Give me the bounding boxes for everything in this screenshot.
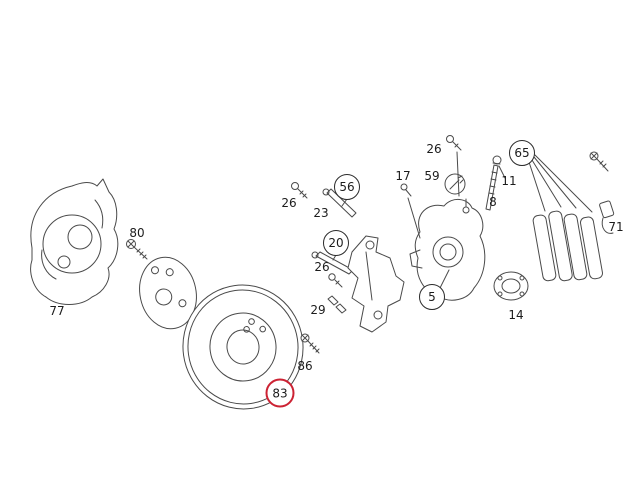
brake-disc-drawing — [182, 284, 304, 410]
retaining-ring-drawing — [493, 271, 529, 301]
part-callout-77: 77 — [49, 304, 65, 318]
bolt-86-drawing — [300, 333, 320, 354]
part-callout-86: 86 — [297, 359, 313, 373]
part-callout-17: 17 — [395, 169, 411, 183]
part-callout-14: 14 — [508, 308, 524, 322]
part-callout-80: 80 — [129, 226, 145, 240]
brake-pads-drawing — [528, 154, 603, 282]
part-callout-26a: 26 — [281, 196, 297, 210]
part-callout-83: 83 — [265, 378, 295, 408]
part-callout-23: 23 — [313, 206, 329, 220]
part-callout-5: 5 — [419, 284, 445, 310]
part-callout-26b: 26 — [314, 260, 330, 274]
part-callout-56: 56 — [334, 174, 360, 200]
part-callout-8: 8 — [489, 195, 497, 209]
bolt-80-drawing — [126, 239, 148, 260]
part-callout-71: 71 — [608, 220, 624, 234]
hub-flange-drawing — [139, 256, 197, 330]
carrier-bracket-drawing — [347, 235, 405, 333]
part-callout-65: 65 — [509, 140, 535, 166]
part-callout-26c: 26 — [426, 142, 442, 156]
part-callout-20: 20 — [323, 230, 349, 256]
guide-pin-hardware-drawing — [291, 182, 357, 314]
part-callout-59: 59 — [424, 169, 440, 183]
splash-shield-drawing — [30, 178, 119, 305]
part-callout-11: 11 — [501, 174, 517, 188]
wear-sensor-drawing — [589, 151, 615, 234]
part-callout-29: 29 — [310, 303, 326, 317]
caliper-drawing — [400, 135, 506, 301]
